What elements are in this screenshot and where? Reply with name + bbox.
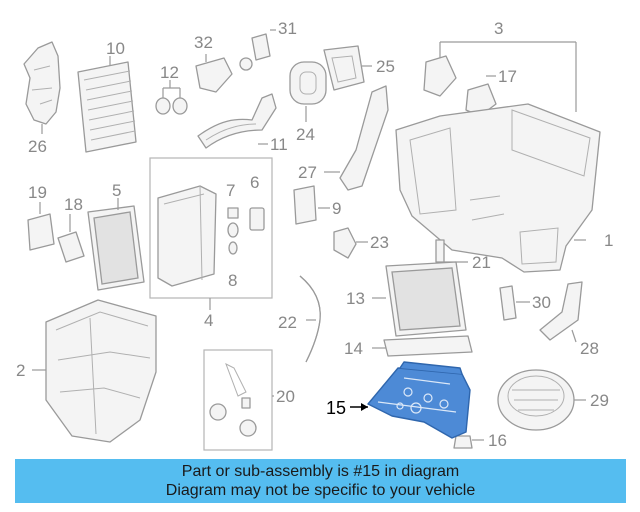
label-20: 20 xyxy=(276,387,295,406)
part-15-highlighted[interactable]: 15 xyxy=(326,361,471,439)
label-14: 14 xyxy=(344,339,363,358)
label-11: 11 xyxy=(270,135,288,154)
label-17: 17 xyxy=(498,67,517,86)
banner-line-2: Diagram may not be specific to your vehi… xyxy=(165,482,476,499)
label-1: 1 xyxy=(604,231,613,250)
part-18 xyxy=(57,214,85,263)
label-9: 9 xyxy=(332,199,341,218)
part-12 xyxy=(155,80,188,115)
part-30 xyxy=(499,285,530,321)
label-19: 19 xyxy=(28,183,47,202)
label-4: 4 xyxy=(204,311,213,330)
label-10: 10 xyxy=(106,39,125,58)
part-11 xyxy=(197,93,277,149)
part-2 xyxy=(32,299,157,443)
label-29: 29 xyxy=(590,391,609,410)
label-16: 16 xyxy=(488,431,507,450)
label-28: 28 xyxy=(580,339,599,358)
label-8: 8 xyxy=(228,271,237,290)
part-22 xyxy=(299,275,321,363)
label-13: 13 xyxy=(346,289,365,308)
label-32: 32 xyxy=(194,33,213,52)
label-31: 31 xyxy=(278,19,297,38)
label-18: 18 xyxy=(64,195,83,214)
part-5 xyxy=(87,198,145,291)
part-4 xyxy=(149,157,273,310)
label-2: 2 xyxy=(16,361,25,380)
label-7: 7 xyxy=(226,181,235,200)
part-13 xyxy=(372,261,467,337)
label-24: 24 xyxy=(296,125,315,144)
part-19 xyxy=(27,202,55,251)
label-12: 12 xyxy=(160,63,179,82)
label-23: 23 xyxy=(370,233,389,252)
part-20 xyxy=(203,349,274,451)
part-9 xyxy=(293,185,330,225)
label-30: 30 xyxy=(532,293,551,312)
part-32 xyxy=(195,54,233,93)
label-6: 6 xyxy=(250,173,259,192)
part-23 xyxy=(333,227,368,259)
part-25 xyxy=(323,45,372,91)
label-5: 5 xyxy=(112,181,121,200)
part-24 xyxy=(289,61,327,122)
part-1 xyxy=(395,103,601,273)
part-29 xyxy=(497,369,586,431)
label-27: 27 xyxy=(298,163,317,182)
part-27 xyxy=(324,85,389,191)
banner-line-1: Part or sub-assembly is #15 in diagram xyxy=(181,463,460,480)
part-10 xyxy=(77,56,137,153)
label-3: 3 xyxy=(494,19,503,38)
info-banner: Part or sub-assembly is #15 in diagram D… xyxy=(15,459,626,503)
label-22: 22 xyxy=(278,313,297,332)
parts-diagram: 15 1 2 3 5 6 7 8 9 10 11 12 13 14 16 17 … xyxy=(16,19,613,451)
part-16 xyxy=(453,435,484,449)
label-15: 15 xyxy=(326,398,346,418)
label-26: 26 xyxy=(28,137,47,156)
label-21: 21 xyxy=(472,253,491,272)
part-28 xyxy=(539,281,583,343)
part-14 xyxy=(372,335,473,357)
part-3 xyxy=(423,41,577,112)
label-25: 25 xyxy=(376,57,395,76)
part-26 xyxy=(23,41,61,134)
part-31 xyxy=(239,29,276,71)
